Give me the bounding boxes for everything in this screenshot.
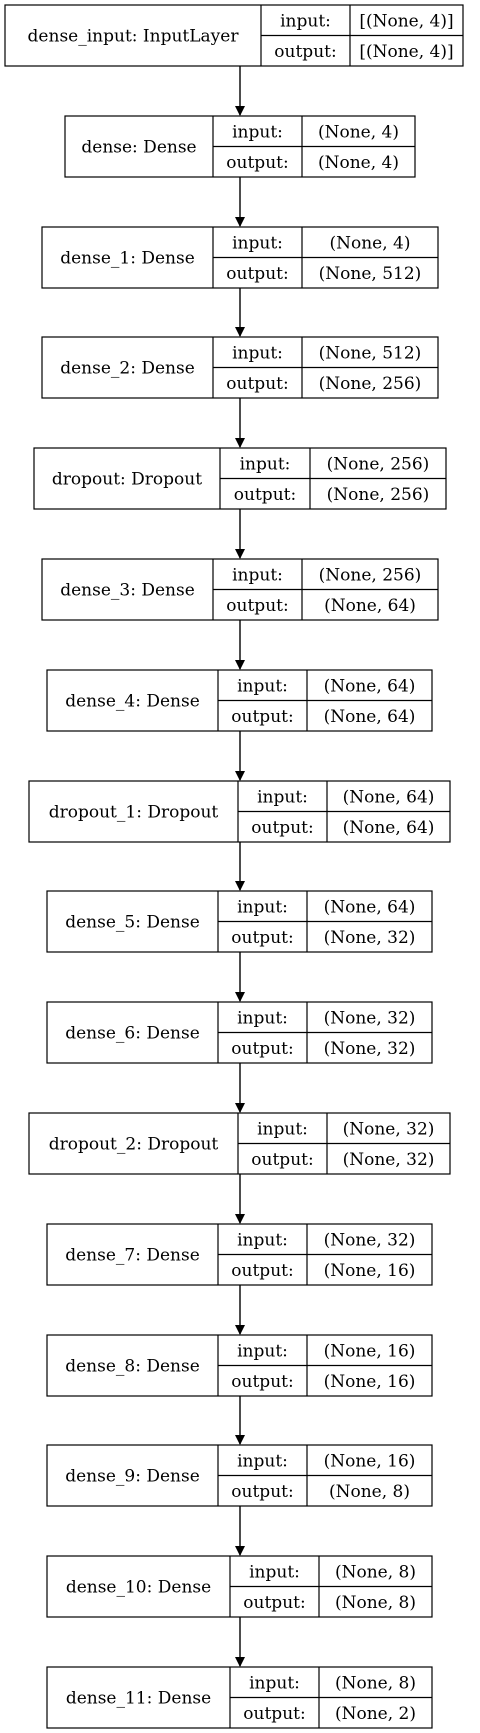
layer-nodes: dense_input: InputLayer input: output: [(No…	[4, 4, 464, 1729]
layer-node: dense: Dense input: output: (None, 4) (None,…	[64, 115, 416, 178]
layer-name: dropout: Dropout	[52, 470, 202, 490]
output-shape: [(None, 4)]	[359, 42, 453, 62]
output-label: output:	[234, 485, 296, 505]
layer-node: dense_4: Dense input: output: (None, 64) (No…	[46, 669, 433, 732]
input-label: input:	[257, 787, 308, 807]
layer-name: dense_3: Dense	[60, 581, 195, 601]
layer-name: dense_5: Dense	[65, 913, 200, 933]
layer-node: dense_3: Dense input: output: (None, 256) (N…	[41, 558, 439, 621]
output-shape: (None, 2)	[335, 1704, 416, 1724]
output-label: output:	[243, 1704, 305, 1724]
layer-name: dense_9: Dense	[65, 1467, 200, 1487]
input-shape: (None, 256)	[327, 454, 430, 474]
input-label: input:	[237, 897, 288, 917]
layer-node: dense_6: Dense input: output: (None, 32) (No…	[46, 1001, 433, 1064]
output-label: output:	[231, 1039, 293, 1059]
input-label: input:	[237, 1341, 288, 1361]
output-label: output:	[231, 928, 293, 948]
input-shape: (None, 64)	[343, 787, 435, 807]
input-label: input:	[257, 1119, 308, 1139]
layer-name: dense_8: Dense	[65, 1357, 200, 1377]
output-shape: (None, 64)	[324, 707, 416, 727]
output-label: output:	[251, 818, 313, 838]
input-label: input:	[280, 11, 331, 31]
output-shape: (None, 64)	[324, 596, 416, 616]
layer-node: dropout_2: Dropout input: output: (None, 32…	[28, 1112, 451, 1175]
layer-name: dense_input: InputLayer	[28, 27, 240, 47]
layer-name: dense_1: Dense	[60, 249, 195, 269]
layer-node: dropout_1: Dropout input: output: (None, 64…	[28, 780, 451, 843]
input-label: input:	[240, 454, 291, 474]
layer-node: dense_5: Dense input: output: (None, 64) (No…	[46, 890, 433, 953]
output-label: output:	[243, 1593, 305, 1613]
input-shape: (None, 4)	[329, 233, 410, 253]
output-label: output:	[231, 1372, 293, 1392]
output-label: output:	[226, 596, 288, 616]
layer-node: dense_2: Dense input: output: (None, 512) (N…	[41, 336, 439, 399]
layer-node: dropout: Dropout input: output: (None, 256)…	[33, 447, 447, 510]
output-shape: (None, 512)	[319, 264, 422, 284]
layer-name: dense_6: Dense	[65, 1024, 200, 1044]
input-label: input:	[232, 565, 283, 585]
layer-name: dense_7: Dense	[65, 1246, 200, 1266]
output-label: output:	[274, 42, 336, 62]
input-shape: (None, 64)	[324, 897, 416, 917]
layer-node: dense_10: Dense input: output: (None, 8) (No…	[46, 1555, 433, 1618]
input-shape: (None, 16)	[324, 1341, 416, 1361]
input-label: input:	[232, 233, 283, 253]
input-label: input:	[232, 122, 283, 142]
output-label: output:	[231, 707, 293, 727]
input-shape: (None, 16)	[324, 1451, 416, 1471]
layer-node: dense_8: Dense input: output: (None, 16) (No…	[46, 1334, 433, 1397]
layer-name: dropout_2: Dropout	[49, 1135, 219, 1155]
output-label: output:	[231, 1482, 293, 1502]
input-label: input:	[232, 343, 283, 363]
input-label: input:	[249, 1673, 300, 1693]
input-label: input:	[237, 1008, 288, 1028]
input-shape: (None, 32)	[324, 1008, 416, 1028]
input-shape: (None, 64)	[324, 676, 416, 696]
layer-node: dense_11: Dense input: output: (None, 8) (No…	[46, 1666, 433, 1729]
output-label: output:	[226, 153, 288, 173]
input-shape: [(None, 4)]	[359, 11, 453, 31]
layer-node: dense_1: Dense input: output: (None, 4) (Non…	[41, 226, 439, 289]
output-shape: (None, 4)	[318, 153, 399, 173]
input-label: input:	[237, 676, 288, 696]
layer-node: dense_input: InputLayer input: output: [(No…	[4, 4, 464, 67]
input-label: input:	[249, 1562, 300, 1582]
output-label: output:	[231, 1261, 293, 1281]
output-shape: (None, 8)	[335, 1593, 416, 1613]
output-shape: (None, 32)	[343, 1150, 435, 1170]
output-shape: (None, 256)	[319, 374, 422, 394]
output-shape: (None, 32)	[324, 1039, 416, 1059]
output-shape: (None, 16)	[324, 1372, 416, 1392]
input-shape: (None, 32)	[324, 1230, 416, 1250]
output-shape: (None, 32)	[324, 928, 416, 948]
layer-name: dense: Dense	[81, 138, 196, 158]
input-shape: (None, 512)	[319, 343, 422, 363]
layer-name: dense_2: Dense	[60, 359, 195, 379]
layer-node: dense_9: Dense input: output: (None, 16) (No…	[46, 1444, 433, 1507]
output-label: output:	[251, 1150, 313, 1170]
output-shape: (None, 16)	[324, 1261, 416, 1281]
layer-node: dense_7: Dense input: output: (None, 32) (No…	[46, 1223, 433, 1286]
input-label: input:	[237, 1451, 288, 1471]
output-shape: (None, 64)	[343, 818, 435, 838]
layer-name: dropout_1: Dropout	[49, 803, 219, 823]
output-shape: (None, 256)	[327, 485, 430, 505]
input-shape: (None, 32)	[343, 1119, 435, 1139]
input-shape: (None, 8)	[335, 1673, 416, 1693]
layer-name: dense_4: Dense	[65, 692, 200, 712]
input-shape: (None, 4)	[318, 122, 399, 142]
input-shape: (None, 256)	[319, 565, 422, 585]
output-label: output:	[226, 264, 288, 284]
layer-name: dense_11: Dense	[66, 1689, 211, 1709]
input-label: input:	[237, 1230, 288, 1250]
output-label: output:	[226, 374, 288, 394]
output-shape: (None, 8)	[329, 1482, 410, 1502]
input-shape: (None, 8)	[335, 1562, 416, 1582]
layer-name: dense_10: Dense	[66, 1578, 211, 1598]
